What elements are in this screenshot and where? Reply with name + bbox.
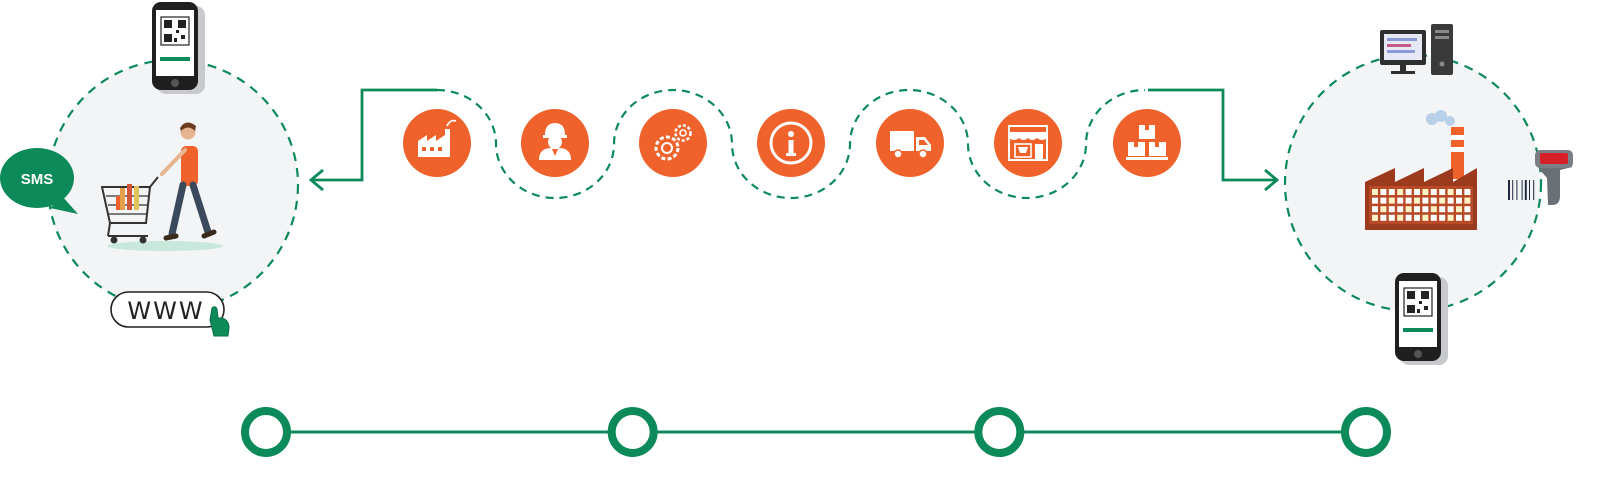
stage-boxes-icon bbox=[1113, 109, 1181, 177]
shopper-with-cart-icon bbox=[100, 122, 223, 251]
left-flow-arrow bbox=[313, 88, 437, 182]
stage-factory-icon bbox=[403, 109, 471, 177]
www-label: WWW bbox=[127, 297, 204, 325]
stage-icons bbox=[403, 109, 1181, 177]
stage-info-icon bbox=[757, 109, 825, 177]
flow-connector bbox=[308, 88, 1280, 200]
stage-gears-icon bbox=[639, 109, 707, 177]
desktop-computer-icon bbox=[1380, 24, 1453, 75]
sms-bubble-icon: SMS bbox=[0, 148, 78, 214]
phone-qr-icon bbox=[1395, 273, 1448, 365]
timeline bbox=[241, 407, 1391, 457]
timeline-node bbox=[1341, 407, 1391, 457]
barcode-scanner-icon bbox=[1508, 150, 1573, 205]
right-flow-arrow bbox=[1148, 88, 1275, 182]
sms-label: SMS bbox=[21, 171, 54, 188]
factory-windows bbox=[1372, 189, 1471, 221]
timeline-node bbox=[241, 407, 291, 457]
dashed-wave-path bbox=[436, 88, 1146, 200]
consumer-circle bbox=[46, 58, 300, 312]
phone-qr-icon bbox=[152, 2, 205, 94]
timeline-node bbox=[974, 407, 1025, 457]
stage-store-icon bbox=[994, 109, 1062, 177]
stage-truck-icon bbox=[876, 109, 944, 177]
consumer-group: SMS bbox=[0, 2, 300, 337]
www-link-icon: WWW bbox=[110, 291, 230, 337]
manufacturer-group bbox=[1283, 24, 1573, 365]
stage-worker-icon bbox=[521, 109, 589, 177]
timeline-node bbox=[607, 407, 658, 457]
